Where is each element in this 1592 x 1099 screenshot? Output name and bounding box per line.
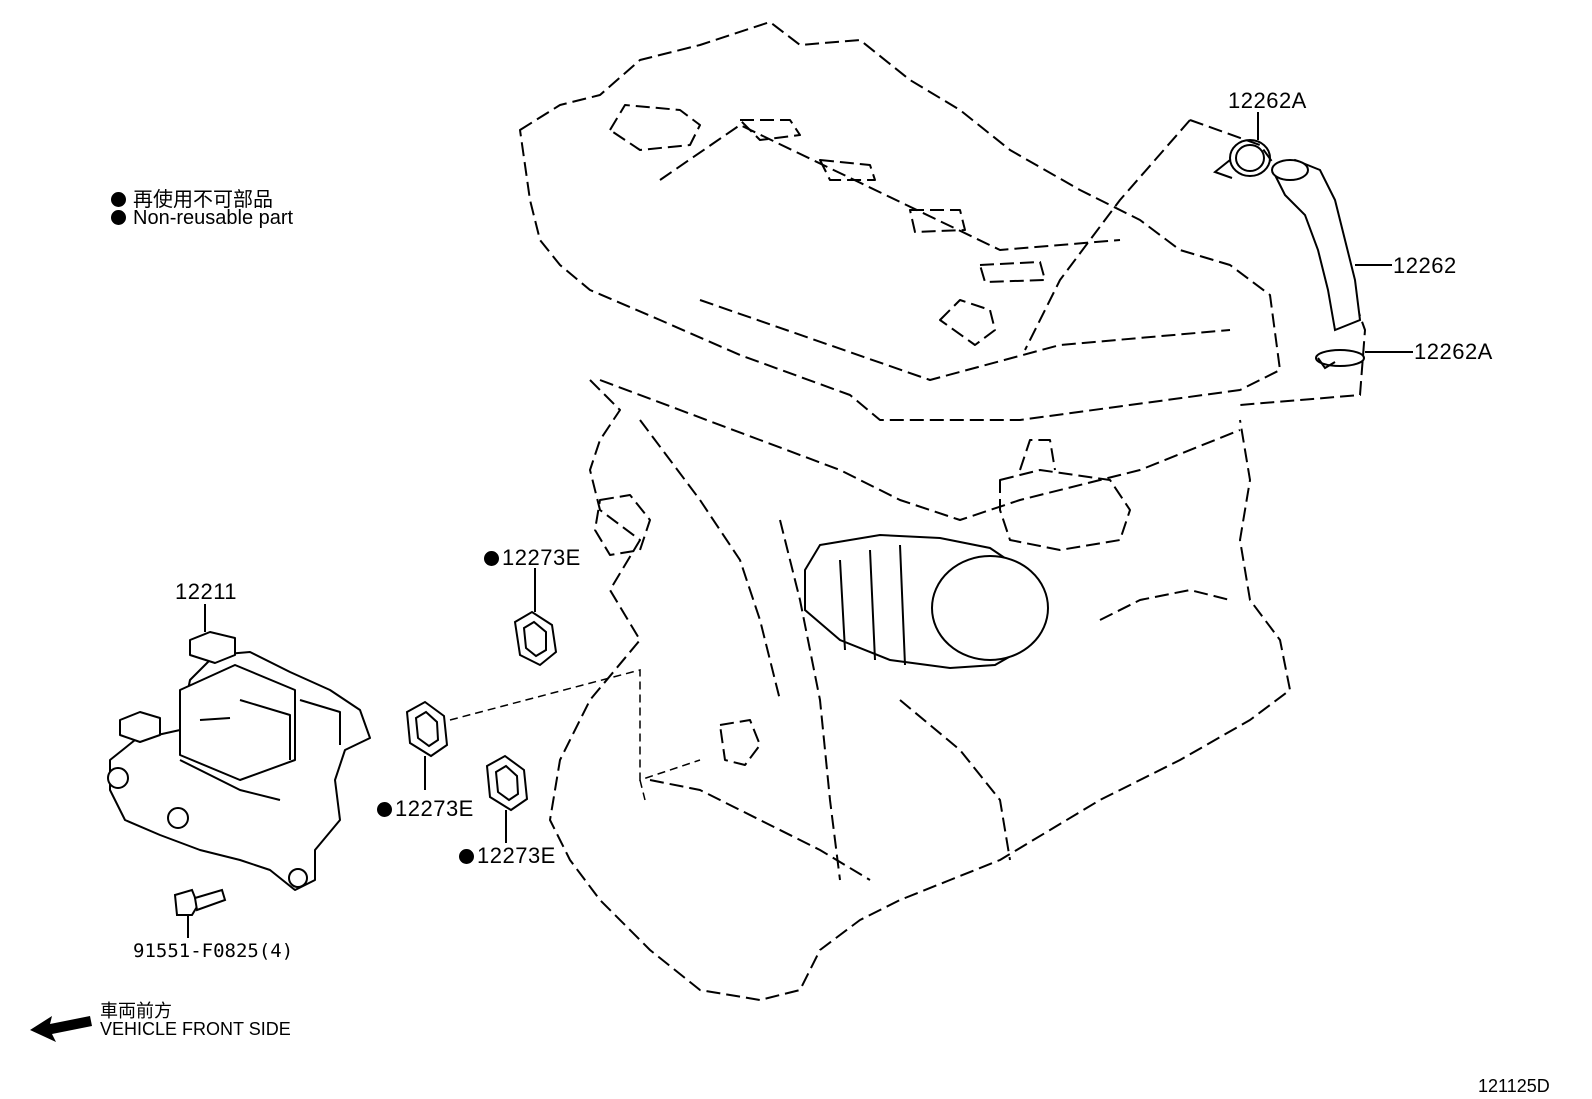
lower-boss bbox=[719, 719, 761, 766]
label-12273E-bottom-text: 12273E bbox=[477, 843, 556, 868]
cam-cover-ridge-1 bbox=[609, 104, 701, 151]
clip-12262A-bottom-tab bbox=[1317, 357, 1336, 370]
cover-lower-line bbox=[699, 299, 1231, 381]
non-reusable-dot-icon bbox=[459, 849, 474, 864]
label-12262: 12262 bbox=[1393, 253, 1457, 278]
clip-12262A-bottom bbox=[1315, 349, 1365, 367]
diagram-id: 121125D bbox=[1478, 1076, 1550, 1096]
oil-filter-ribs bbox=[839, 544, 906, 666]
pump-12211-mount-hole-3 bbox=[288, 868, 308, 888]
gasket-leader-2 bbox=[639, 779, 646, 801]
clip-12262A-top-inner bbox=[1235, 144, 1265, 172]
cam-cover-ridge-3 bbox=[819, 159, 876, 181]
label-12273E-top-text: 12273E bbox=[502, 545, 581, 570]
hose-12262-end bbox=[1271, 159, 1309, 181]
gasket-12273E-bottom-hole bbox=[494, 764, 520, 802]
pump-12211-top-block bbox=[179, 664, 296, 781]
cam-cover-ridge-2 bbox=[739, 119, 801, 141]
non-reusable-dot-icon bbox=[377, 802, 392, 817]
pump-12211-mount-hole-1 bbox=[107, 767, 129, 789]
oil-filter-boss bbox=[999, 469, 1131, 551]
pcv-port bbox=[939, 299, 996, 346]
non-reusable-dot-icon bbox=[484, 551, 499, 566]
label-12273E-bottom: 12273E bbox=[459, 843, 556, 869]
clip-12262A-top bbox=[1229, 139, 1271, 177]
bolt-91551-shank bbox=[193, 888, 227, 912]
direction-jp: 車両前方 bbox=[100, 1001, 172, 1021]
pump-12211-left-lug bbox=[119, 711, 161, 743]
hose-route-line-2 bbox=[1024, 119, 1191, 351]
oil-filter-face bbox=[931, 555, 1049, 661]
oil-filler-neck bbox=[1019, 439, 1056, 471]
cam-cover-ridge-5 bbox=[979, 261, 1046, 283]
engine-block-outline bbox=[549, 379, 1291, 1001]
side-boss-left bbox=[594, 494, 651, 556]
bolt-91551-head bbox=[173, 888, 200, 916]
cover-center-line bbox=[659, 124, 1121, 251]
legend-jp-text: 再使用不可部品 bbox=[133, 189, 273, 211]
gasket-leader-1 bbox=[449, 669, 701, 782]
pump-12211-detail bbox=[179, 699, 341, 801]
hose-route-line bbox=[1189, 119, 1366, 406]
label-12211: 12211 bbox=[175, 579, 238, 604]
block-inner-line-2 bbox=[779, 519, 841, 881]
non-reusable-dot-icon bbox=[111, 192, 126, 207]
block-lower-flange bbox=[649, 779, 871, 881]
legend-jp: 再使用不可部品 bbox=[111, 183, 273, 212]
pump-12211-mount-hole-2 bbox=[167, 807, 189, 829]
front-direction-arrow bbox=[30, 1016, 92, 1042]
block-inner-line-3 bbox=[899, 699, 1011, 861]
label-12273E-top: 12273E bbox=[484, 545, 581, 571]
gasket-12273E-top-hole bbox=[522, 620, 547, 658]
gasket-12273E-mid-hole bbox=[414, 710, 440, 748]
block-inner-line-4 bbox=[1099, 589, 1231, 621]
block-inner-line-1 bbox=[639, 419, 781, 701]
label-91551: 91551-F0825(4) bbox=[133, 940, 294, 962]
engine-head-cover-outline bbox=[519, 21, 1281, 421]
label-12273E-mid: 12273E bbox=[377, 796, 474, 822]
label-12273E-mid-text: 12273E bbox=[395, 796, 474, 821]
pump-12211-connector bbox=[189, 631, 236, 664]
legend-en-text: Non-reusable part bbox=[133, 207, 294, 229]
label-12262A-top: 12262A bbox=[1228, 88, 1307, 113]
cam-cover-ridge-4 bbox=[909, 209, 966, 233]
direction-en: VEHICLE FRONT SIDE bbox=[100, 1019, 291, 1039]
legend-en: Non-reusable part bbox=[111, 207, 293, 230]
clip-12262A-top-tab bbox=[1212, 159, 1233, 179]
label-12262A-bottom: 12262A bbox=[1414, 339, 1493, 364]
hose-12262 bbox=[1273, 158, 1362, 332]
non-reusable-dot-icon bbox=[111, 210, 126, 225]
block-top-edge bbox=[599, 379, 1241, 521]
